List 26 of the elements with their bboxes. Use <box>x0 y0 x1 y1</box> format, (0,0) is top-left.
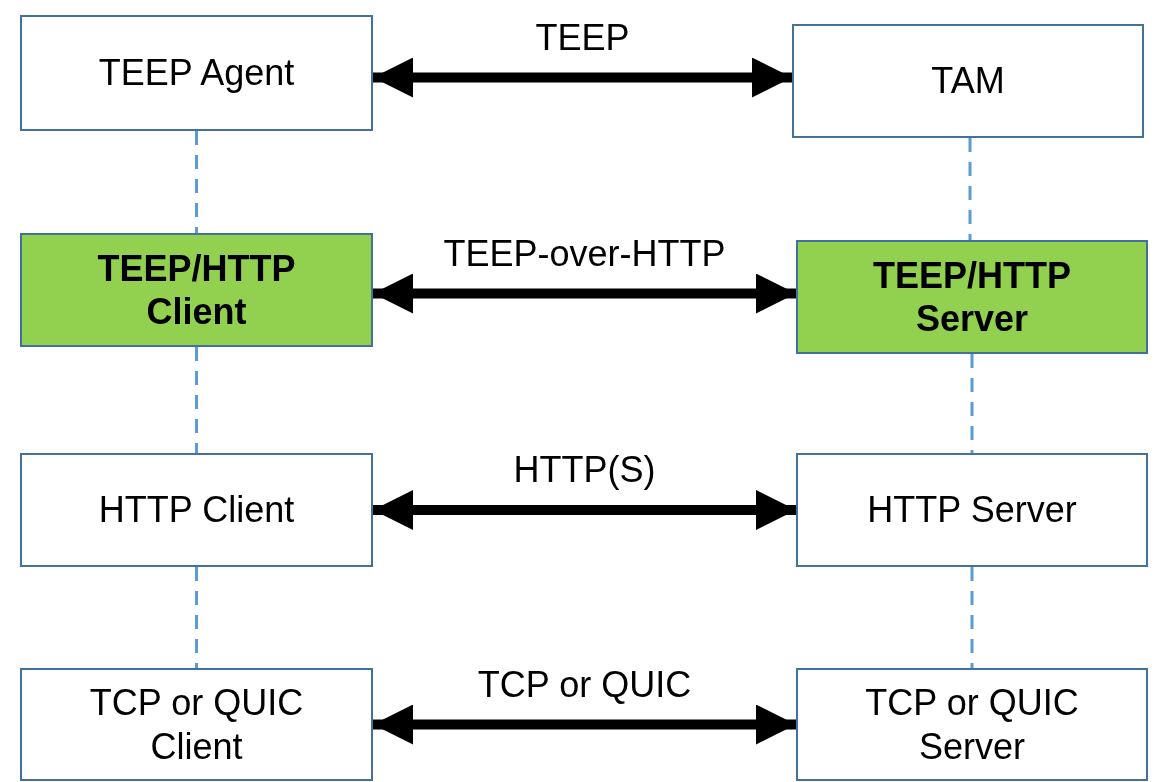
dashed-connector <box>195 131 198 233</box>
box-label: TEEP Agent <box>98 51 295 95</box>
box-label: HTTP Client <box>98 488 295 532</box>
layer-box <box>792 24 1144 138</box>
dashed-connector <box>970 354 974 453</box>
layer-box <box>796 453 1148 567</box>
double-arrow <box>373 273 796 314</box>
double-arrow <box>373 704 796 745</box>
box-label: TAM <box>931 59 1005 103</box>
layer-box <box>796 240 1148 354</box>
box-label: TEEP/HTTP Client <box>96 246 297 334</box>
layer-box <box>796 668 1148 781</box>
double-arrow <box>373 490 796 530</box>
box-label: TCP or QUIC Client <box>88 681 305 768</box>
dashed-connector <box>968 138 972 240</box>
box-label: HTTP Server <box>867 488 1077 532</box>
box-label: TEEP/HTTP Server <box>872 253 1072 341</box>
layer-box <box>20 15 373 131</box>
layer-box <box>20 453 373 567</box>
layer-box <box>20 233 373 347</box>
dashed-connector <box>970 567 974 668</box>
box-label: TCP or QUIC Server <box>864 681 1080 768</box>
dashed-connector <box>195 347 198 453</box>
layer-box <box>20 668 373 781</box>
double-arrow <box>373 57 792 98</box>
dashed-connector <box>195 567 198 668</box>
